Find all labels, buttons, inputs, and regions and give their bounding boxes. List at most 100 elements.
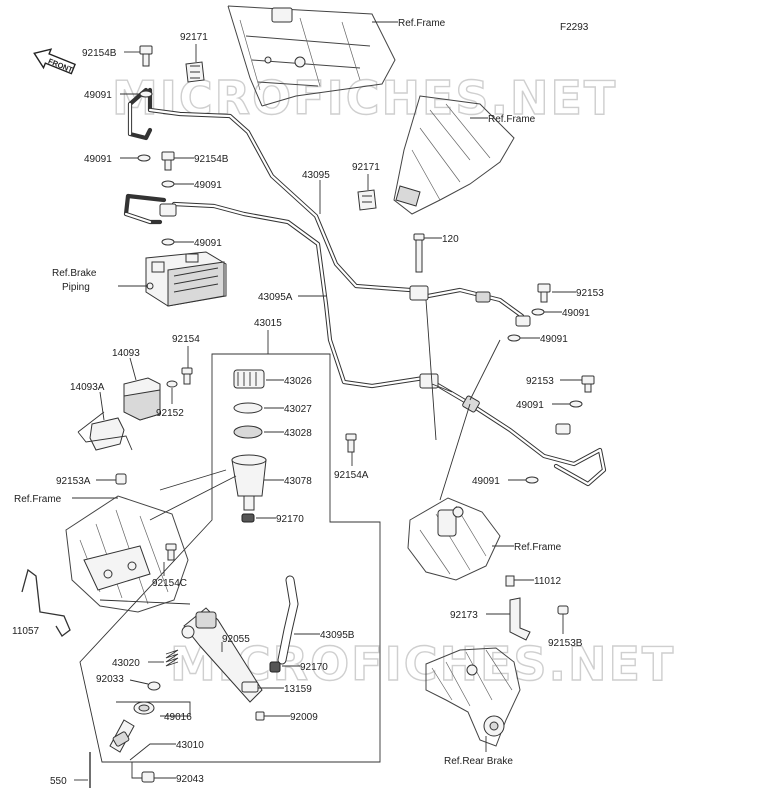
pipe-sleeve-upper-icon: [475, 291, 491, 303]
spring-43020-icon: [165, 649, 179, 667]
reservoir-cap-43026-icon: [233, 369, 265, 389]
frame-mid-drawing: [393, 95, 515, 215]
part-92055: 92055: [222, 634, 250, 645]
part-43095B: 43095B: [320, 630, 355, 641]
part-43020: 43020: [112, 658, 140, 669]
bolt-120-icon: [413, 233, 425, 273]
washer-49091-a-icon: [139, 90, 153, 98]
bracket-14093A-icon: [89, 417, 125, 451]
part-43078: 43078: [284, 476, 312, 487]
bolt-92009-icon: [255, 711, 265, 721]
reservoir-tank-43078-icon: [231, 454, 267, 511]
part-49091-d: 49091: [194, 238, 222, 249]
ref-rear-brake: Ref.Rear Brake: [444, 756, 513, 767]
part-92153-a: 92153: [576, 288, 604, 299]
banjo-bolt-92154B-top-icon: [139, 45, 153, 67]
part-92153B: 92153B: [548, 638, 583, 649]
rear-brake-caliper-drawing: [425, 647, 521, 747]
collar-92152-icon: [166, 380, 178, 388]
frame-lower-drawing: [407, 497, 501, 581]
abs-hydraulic-unit-icon: [145, 251, 227, 307]
bracket-92173-icon: [509, 597, 531, 641]
ref-frame-left: Ref.Frame: [14, 494, 62, 505]
washer-49091-b-icon: [137, 154, 151, 162]
part-92173: 92173: [450, 610, 478, 621]
part-43027: 43027: [284, 404, 312, 415]
ref-frame-mid: Ref.Frame: [488, 114, 536, 125]
part-13159: 13159: [284, 684, 312, 695]
part-43095A: 43095A: [258, 292, 293, 303]
banjo-bolt-92154B-mid-icon: [161, 151, 175, 171]
banjo-fitting-right-icon: [515, 315, 531, 327]
pipe-joint-lower-icon: [419, 373, 439, 389]
part-120: 120: [442, 234, 459, 245]
washer-49091-g-icon: [569, 400, 583, 408]
part-49091-f: 49091: [540, 334, 568, 345]
pin-92043-icon: [141, 771, 155, 783]
part-92170-b: 92170: [300, 662, 328, 673]
part-92154B-top: 92154B: [82, 48, 117, 59]
bolt-92154C-icon: [165, 543, 177, 561]
part-92009: 92009: [290, 712, 318, 723]
bolt-92153B-icon: [557, 605, 569, 615]
spring-11057-icon: [21, 568, 71, 637]
kit-43015-bracket: [79, 353, 381, 763]
bolt-92153A-icon: [115, 473, 127, 485]
master-cylinder-43020-icon: [181, 607, 263, 703]
plate-43027-icon: [233, 402, 263, 414]
diaphragm-43028-icon: [233, 425, 263, 439]
part-92154A: 92154A: [334, 470, 369, 481]
washer-49091-e-icon: [531, 308, 545, 316]
banjo-fitting-lower-icon: [555, 423, 571, 435]
part-92154B-mid: 92154B: [194, 154, 229, 165]
part-11057: 11057: [12, 626, 40, 637]
washer-49091-c-icon: [161, 180, 175, 188]
part-49016: 49016: [164, 712, 192, 723]
part-92033: 92033: [96, 674, 124, 685]
bolt-92154A-icon: [345, 433, 357, 453]
boot-49016-icon: [133, 701, 155, 715]
part-92171-top: 92171: [180, 32, 208, 43]
washer-49091-h-icon: [525, 476, 539, 484]
part-92153A: 92153A: [56, 476, 91, 487]
brake-pipe-right-upper: [425, 287, 525, 319]
part-92171-mid: 92171: [352, 162, 380, 173]
part-49091-g: 49091: [516, 400, 544, 411]
banjo-bolt-92153-b-icon: [581, 375, 595, 393]
part-92043: 92043: [176, 774, 204, 785]
reservoir-hose-43095B: [277, 575, 299, 665]
circlip-92033-icon: [147, 681, 161, 691]
figure-code: F2293: [560, 22, 589, 33]
frame-top-drawing: [227, 5, 396, 107]
part-49091-h: 49091: [472, 476, 500, 487]
part-14093: 14093: [112, 348, 140, 359]
clamp-92170-a-icon: [241, 513, 255, 523]
brake-pipe-43095: [127, 87, 413, 293]
part-49091-a: 49091: [84, 90, 112, 101]
part-43095: 43095: [302, 170, 330, 181]
part-49091-e: 49091: [562, 308, 590, 319]
brake-pipe-right-lower: [433, 381, 607, 487]
ref-frame-lower: Ref.Frame: [514, 542, 562, 553]
bracket-14093-icon: [123, 377, 161, 421]
bolt-92154-icon: [181, 367, 193, 385]
pin-11012-icon: [505, 575, 515, 587]
pushrod-43010-icon: [109, 719, 135, 753]
part-43026: 43026: [284, 376, 312, 387]
washer-49091-d-icon: [161, 238, 175, 246]
part-49091-b: 49091: [84, 154, 112, 165]
part-92154: 92154: [172, 334, 200, 345]
part-92152: 92152: [156, 408, 184, 419]
banjo-fitting-icon: [159, 203, 177, 217]
part-49091-c: 49091: [194, 180, 222, 191]
fitting-13159-icon: [241, 681, 259, 693]
part-43015: 43015: [254, 318, 282, 329]
part-43010: 43010: [176, 740, 204, 751]
clip-92171-mid-icon: [357, 189, 377, 211]
brake-pipe-43095A: [123, 193, 427, 389]
part-92170-a: 92170: [276, 514, 304, 525]
frame-left-drawing: [65, 495, 189, 613]
part-11012: 11012: [534, 576, 562, 587]
clip-92171-top-icon: [185, 61, 205, 83]
washer-49091-f-icon: [507, 334, 521, 342]
